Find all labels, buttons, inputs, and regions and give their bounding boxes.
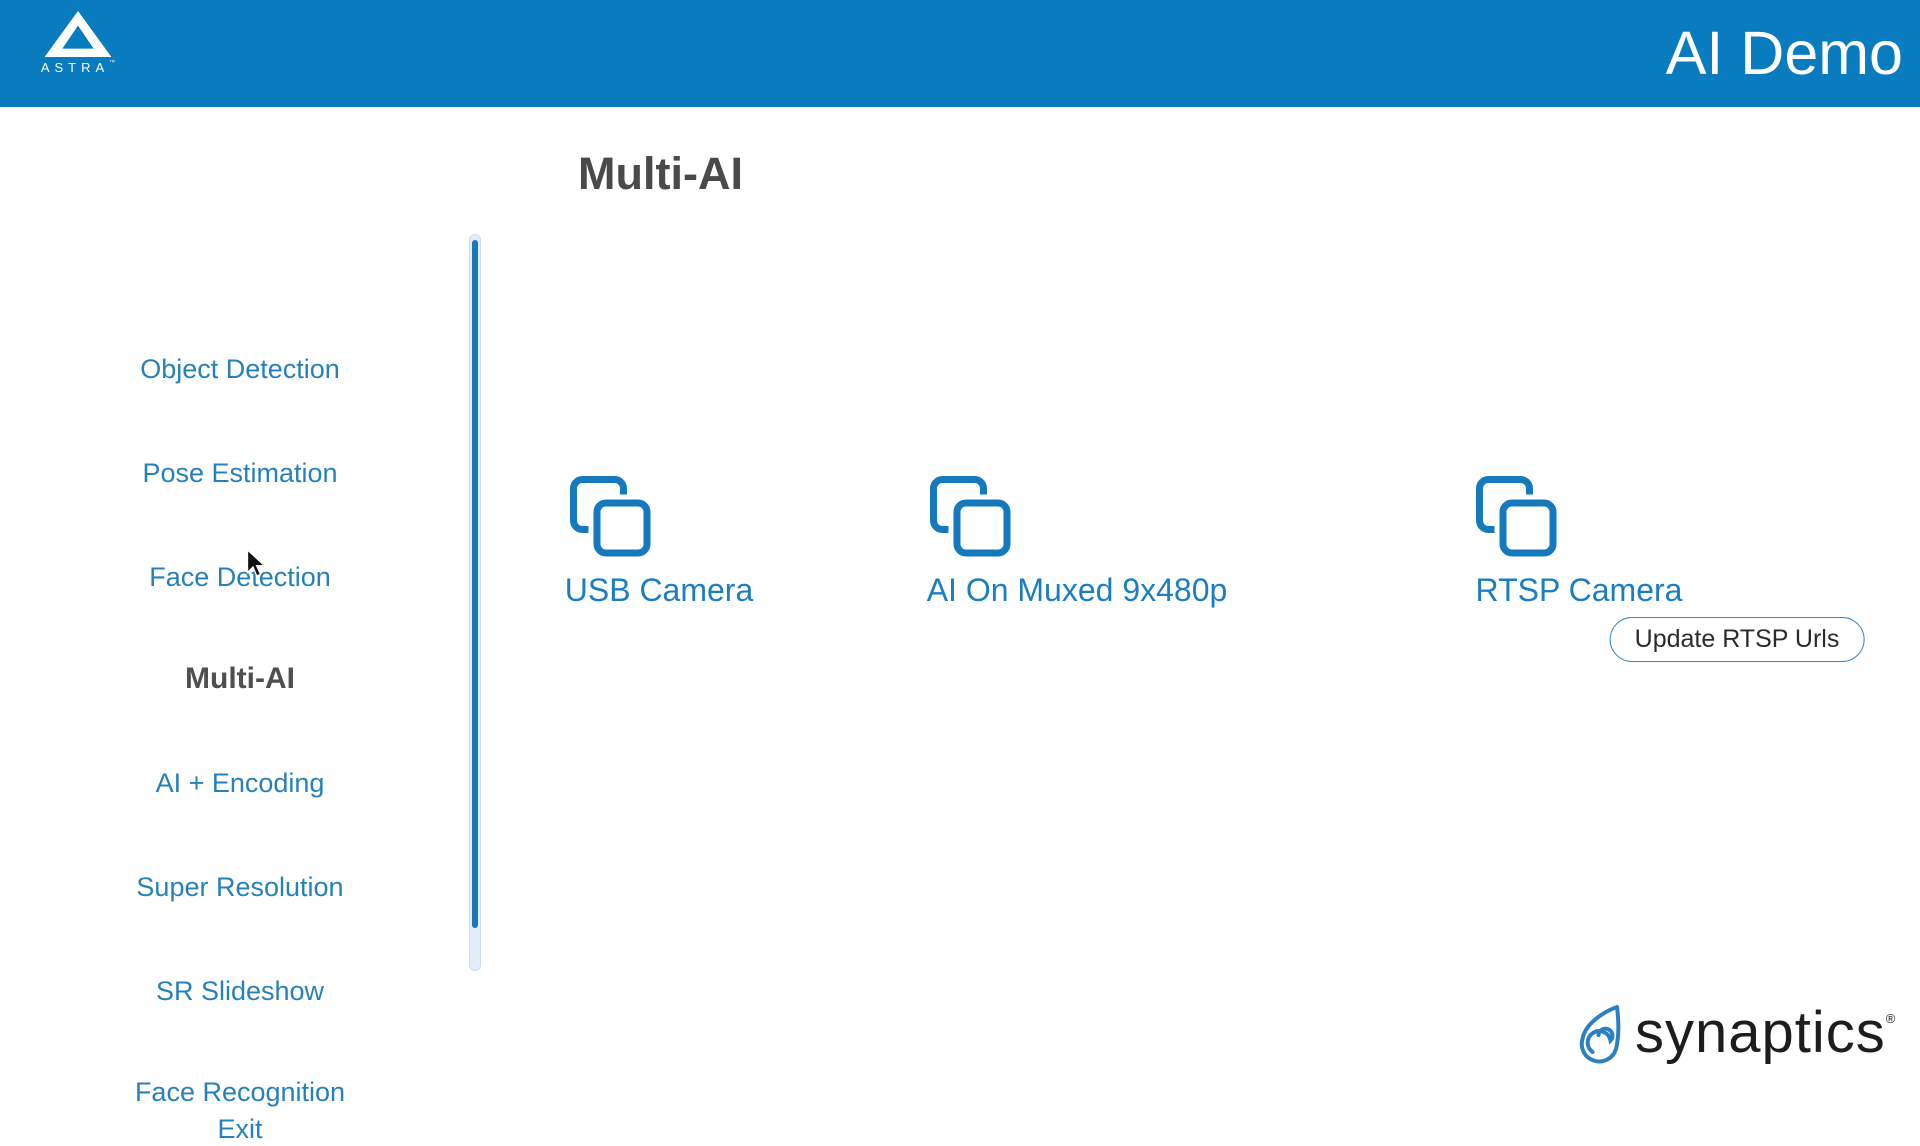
synaptics-wordmark: synaptics bbox=[1635, 1000, 1886, 1065]
sidebar-scrollbar-track[interactable] bbox=[469, 234, 481, 971]
sidebar-item-super-resolution[interactable]: Super Resolution bbox=[136, 872, 344, 902]
astra-brand-label: ASTRA bbox=[40, 60, 110, 75]
mouse-cursor bbox=[246, 549, 267, 577]
usb-camera-link[interactable]: USB Camera bbox=[564, 572, 754, 608]
sidebar-item-object-detection[interactable]: Object Detection bbox=[140, 354, 340, 384]
usb-camera-icon[interactable] bbox=[570, 476, 654, 560]
astra-triangle-icon bbox=[44, 11, 112, 57]
astra-logo: ASTRA™ bbox=[18, 10, 138, 100]
sidebar-scrollbar-thumb[interactable] bbox=[472, 240, 478, 928]
registered-trademark: ® bbox=[1885, 1011, 1896, 1026]
sidebar-item-pose-estimation[interactable]: Pose Estimation bbox=[142, 458, 338, 488]
sidebar-item-multi-ai[interactable]: Multi-AI bbox=[185, 662, 295, 695]
synaptics-logo: synaptics ® bbox=[1577, 1003, 1895, 1067]
muxed-camera-link[interactable]: AI On Muxed 9x480p bbox=[926, 572, 1228, 608]
muxed-camera-icon[interactable] bbox=[930, 476, 1014, 560]
app-title: AI Demo bbox=[1665, 19, 1903, 87]
astra-logo-text: ASTRA™ bbox=[18, 60, 138, 75]
sidebar-item-sr-slideshow[interactable]: SR Slideshow bbox=[155, 976, 325, 1006]
sidebar-item-ai-encoding[interactable]: AI + Encoding bbox=[155, 768, 325, 798]
app-header: ASTRA™ AI Demo bbox=[0, 0, 1920, 107]
update-rtsp-urls-button[interactable]: Update RTSP Urls bbox=[1609, 617, 1865, 662]
sidebar-nav: Object Detection Pose Estimation Face De… bbox=[0, 107, 480, 1144]
page-title: Multi-AI bbox=[578, 148, 743, 199]
sidebar-item-face-detection[interactable]: Face Detection bbox=[149, 562, 331, 592]
synaptics-drop-icon bbox=[1579, 1005, 1621, 1064]
rtsp-camera-link[interactable]: RTSP Camera bbox=[1475, 572, 1683, 608]
sidebar-item-exit[interactable]: Exit bbox=[217, 1114, 263, 1144]
astra-trademark: ™ bbox=[109, 60, 116, 66]
rtsp-camera-icon[interactable] bbox=[1476, 476, 1560, 560]
sidebar-item-face-recognition[interactable]: Face Recognition bbox=[134, 1077, 346, 1107]
